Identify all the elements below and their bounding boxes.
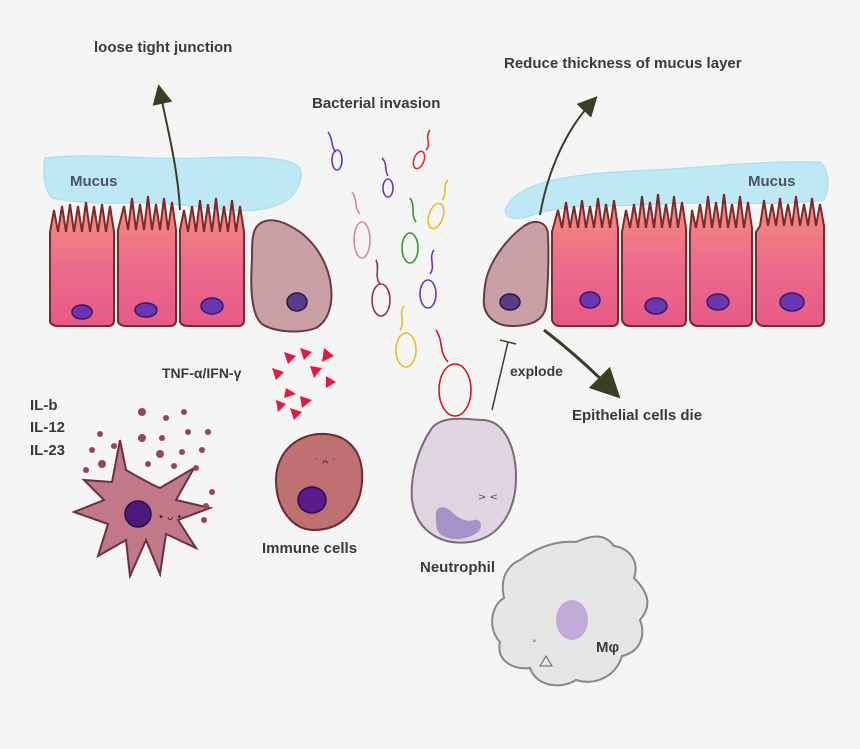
bacterium <box>395 305 417 368</box>
bacterium <box>381 157 394 198</box>
epithelial-cell <box>117 195 177 327</box>
goblet-cell <box>250 219 333 333</box>
label-macrophage: Mφ <box>596 639 619 656</box>
label-epithelial-cells-die: Epithelial cells die <box>572 407 702 424</box>
inhibition-arrow-explode <box>491 339 517 411</box>
bacterium <box>327 131 343 171</box>
immune-cell: ˙ ᴖ ˙ <box>274 432 364 532</box>
epithelial-cell <box>755 195 825 327</box>
bacterium <box>427 179 449 230</box>
label-il-23: IL-23 <box>30 442 65 459</box>
svg-text:• ᴗ •: • ᴗ • <box>158 512 182 523</box>
bacteria-cluster <box>327 129 472 417</box>
epithelial-cell <box>621 193 687 327</box>
svg-text:°: ° <box>532 639 537 649</box>
label-bacterial-invasion: Bacterial invasion <box>312 95 440 112</box>
secreted-cytokine-dots <box>83 408 215 523</box>
epithelial-cell <box>49 201 115 327</box>
label-tnf-ifn: TNF-α/IFN-γ <box>162 365 242 381</box>
label-reduce-mucus: Reduce thickness of mucus layer <box>504 55 742 72</box>
epithelial-cell <box>689 193 753 327</box>
mucus-layer-right <box>504 161 829 219</box>
bacterium <box>351 191 371 259</box>
arrow-epithelial-die <box>543 328 621 399</box>
tnf-cytokines <box>272 348 336 420</box>
label-il-b: IL-b <box>30 397 58 414</box>
label-mucus-right: Mucus <box>748 173 796 190</box>
epithelial-cell <box>179 197 245 327</box>
svg-text:> <: > < <box>478 492 498 503</box>
label-loose-tight-junction: loose tight junction <box>94 39 232 56</box>
bacterium <box>371 259 391 317</box>
mucus-layer-left <box>43 155 302 212</box>
epithelial-cell <box>551 197 619 327</box>
bacterium <box>401 197 419 264</box>
label-explode: explode <box>510 363 563 379</box>
bacterium <box>412 129 431 170</box>
label-mucus-left: Mucus <box>70 173 118 190</box>
label-il-12: IL-12 <box>30 419 65 436</box>
bacterium <box>419 249 437 309</box>
label-neutrophil: Neutrophil <box>420 559 495 576</box>
svg-text:˙ ᴖ ˙: ˙ ᴖ ˙ <box>314 458 336 469</box>
macrophage-cell: ° <box>491 535 649 687</box>
arrow-loose-tight-junction <box>152 84 181 211</box>
neutrophil-cell: > < <box>410 417 518 544</box>
goblet-cell <box>482 220 550 328</box>
label-immune-cells: Immune cells <box>262 540 357 557</box>
arrow-reduce-mucus <box>539 96 598 216</box>
dendritic-cell: • ᴗ • <box>71 439 214 580</box>
bacterium <box>435 329 472 417</box>
